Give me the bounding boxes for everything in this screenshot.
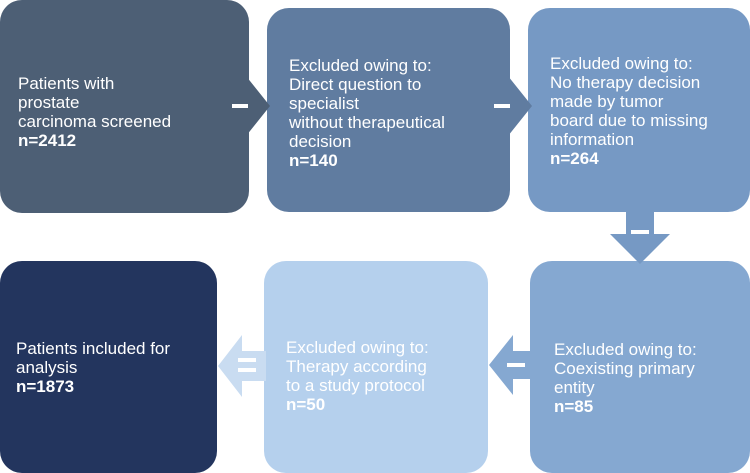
arrow-left-4 (489, 335, 535, 395)
box-text-line: No therapy decision (550, 73, 701, 92)
box-text-line: carcinoma screened (18, 111, 172, 131)
box-text-line: without therapeutical (289, 113, 445, 132)
box-text-line: decision (289, 132, 352, 151)
box-text-line: Excluded owing to: (554, 340, 697, 359)
excluded-tumor-board-box: Excluded owing to: No therapy decision m… (528, 8, 750, 212)
box-text-line: Excluded owing to: (550, 54, 693, 73)
arrow-shape (610, 206, 670, 264)
equals-sign-bottom (238, 368, 256, 372)
patient-count: n=140 (289, 151, 338, 170)
excluded-study-protocol-box: Excluded owing to: Therapy according to … (264, 261, 488, 473)
box-text-line: Excluded owing to: (289, 56, 432, 75)
arrow-shape (218, 335, 266, 397)
minus-sign (494, 104, 510, 108)
included-patients-box: Patients included for analysis n=1873 (0, 261, 217, 473)
box-text-line: Coexisting primary (554, 359, 695, 378)
patient-count: n=1873 (16, 376, 75, 396)
box-text-line: made by tumor (550, 92, 664, 111)
arrow-down-3 (610, 206, 670, 264)
patient-count: n=85 (554, 397, 594, 416)
box-text-line: Patients with (18, 73, 115, 93)
box-text-line: to a study protocol (286, 376, 425, 395)
arrow-right-2 (486, 76, 532, 136)
box-text-line: Excluded owing to: (286, 338, 429, 357)
box-text-line: Patients included for (16, 338, 171, 358)
patient-count: n=2412 (18, 130, 77, 150)
arrow-left-5 (218, 335, 266, 397)
patient-count: n=264 (550, 149, 599, 168)
box-text-line: board due to missing (550, 111, 708, 130)
excluded-coexisting-box: Excluded owing to: Coexisting primary en… (530, 261, 750, 473)
equals-sign-top (238, 358, 256, 362)
minus-sign (507, 363, 525, 367)
box-text-line: Direct question to (289, 75, 422, 94)
box-text-line: analysis (16, 357, 78, 377)
patient-count: n=50 (286, 395, 326, 414)
minus-sign (232, 104, 248, 108)
minus-sign (631, 230, 649, 234)
box-text-line: prostate (18, 92, 80, 112)
screened-patients-box: Patients with prostate carcinoma screene… (0, 0, 249, 213)
box-text-line: information (550, 130, 635, 149)
box-text-line: specialist (289, 94, 359, 113)
excluded-specialist-box: Excluded owing to: Direct question to sp… (267, 8, 510, 212)
box-text-line: entity (554, 378, 595, 397)
arrow-right-1 (222, 76, 270, 136)
box-text-line: Therapy according (286, 357, 427, 376)
